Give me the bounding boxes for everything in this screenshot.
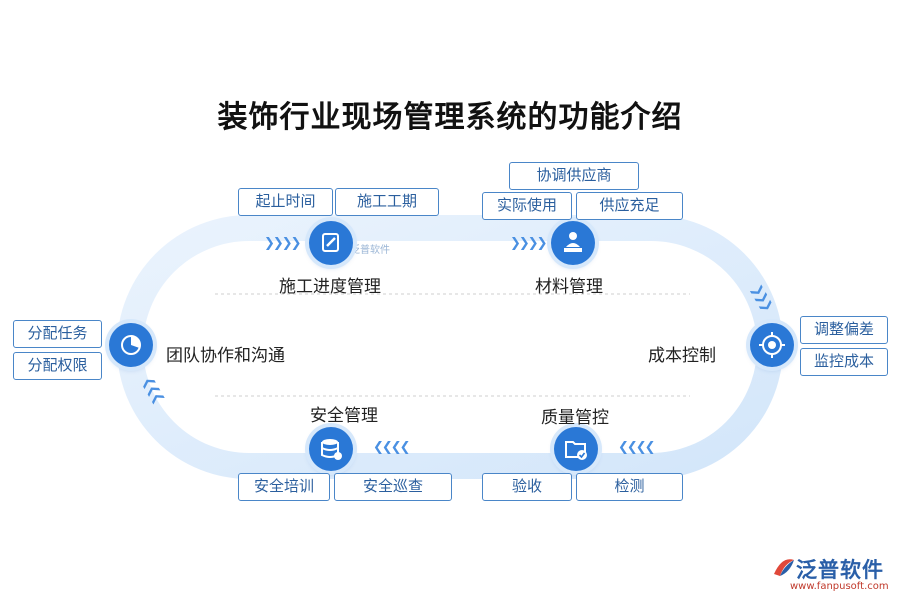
tag-assign-permission[interactable]: 分配权限	[13, 352, 102, 380]
cost-node[interactable]	[750, 323, 794, 367]
module-label-safety: 安全管理	[310, 406, 378, 426]
edit-icon	[322, 233, 339, 252]
tag-adjust-deviation[interactable]: 调整偏差	[800, 316, 888, 344]
logo-mark-icon	[774, 559, 794, 576]
team-node[interactable]	[109, 323, 153, 367]
folder-check-icon	[565, 441, 587, 460]
page-title: 装饰行业现场管理系统的功能介绍	[217, 100, 683, 135]
module-label-cost: 成本控制	[648, 346, 716, 366]
tag-inspection[interactable]: 检测	[576, 473, 683, 501]
tag-start-end-time[interactable]: 起止时间	[238, 188, 333, 216]
arrow-right-icon: ❯❯❯❯	[264, 236, 302, 251]
presenter-icon	[564, 232, 582, 252]
tag-coordinate-supplier[interactable]: 协调供应商	[509, 162, 639, 190]
module-label-material: 材料管理	[535, 277, 603, 297]
module-label-quality: 质量管控	[541, 408, 609, 428]
tag-sufficient-supply[interactable]: 供应充足	[576, 192, 683, 220]
tag-safety-training[interactable]: 安全培训	[238, 473, 330, 501]
arrow-right-icon: ❯❯❯❯	[510, 236, 548, 251]
module-label-team: 团队协作和沟通	[166, 346, 285, 366]
pie-chart-icon	[121, 335, 141, 355]
tag-actual-usage[interactable]: 实际使用	[482, 192, 572, 220]
tag-assign-task[interactable]: 分配任务	[13, 320, 102, 348]
watermark: 泛普软件	[350, 245, 390, 256]
target-icon	[759, 332, 785, 358]
brand-logo: 泛普软件 www.fanpusoft.com	[770, 554, 895, 596]
material-node[interactable]	[551, 221, 595, 265]
database-icon	[321, 439, 342, 460]
module-label-schedule: 施工进度管理	[279, 277, 381, 297]
tag-safety-patrol[interactable]: 安全巡查	[334, 473, 452, 501]
arrow-left-icon: ❮❮❮❮	[618, 440, 656, 455]
tag-monitor-cost[interactable]: 监控成本	[800, 348, 888, 376]
safety-node[interactable]	[309, 427, 353, 471]
logo-name: 泛普软件	[796, 558, 884, 582]
arrow-left-icon: ❮❮❮❮	[373, 440, 411, 455]
tag-construction-period[interactable]: 施工工期	[335, 188, 439, 216]
schedule-node[interactable]	[309, 221, 353, 265]
tag-acceptance[interactable]: 验收	[482, 473, 572, 501]
quality-node[interactable]	[554, 427, 598, 471]
logo-url: www.fanpusoft.com	[790, 581, 889, 592]
